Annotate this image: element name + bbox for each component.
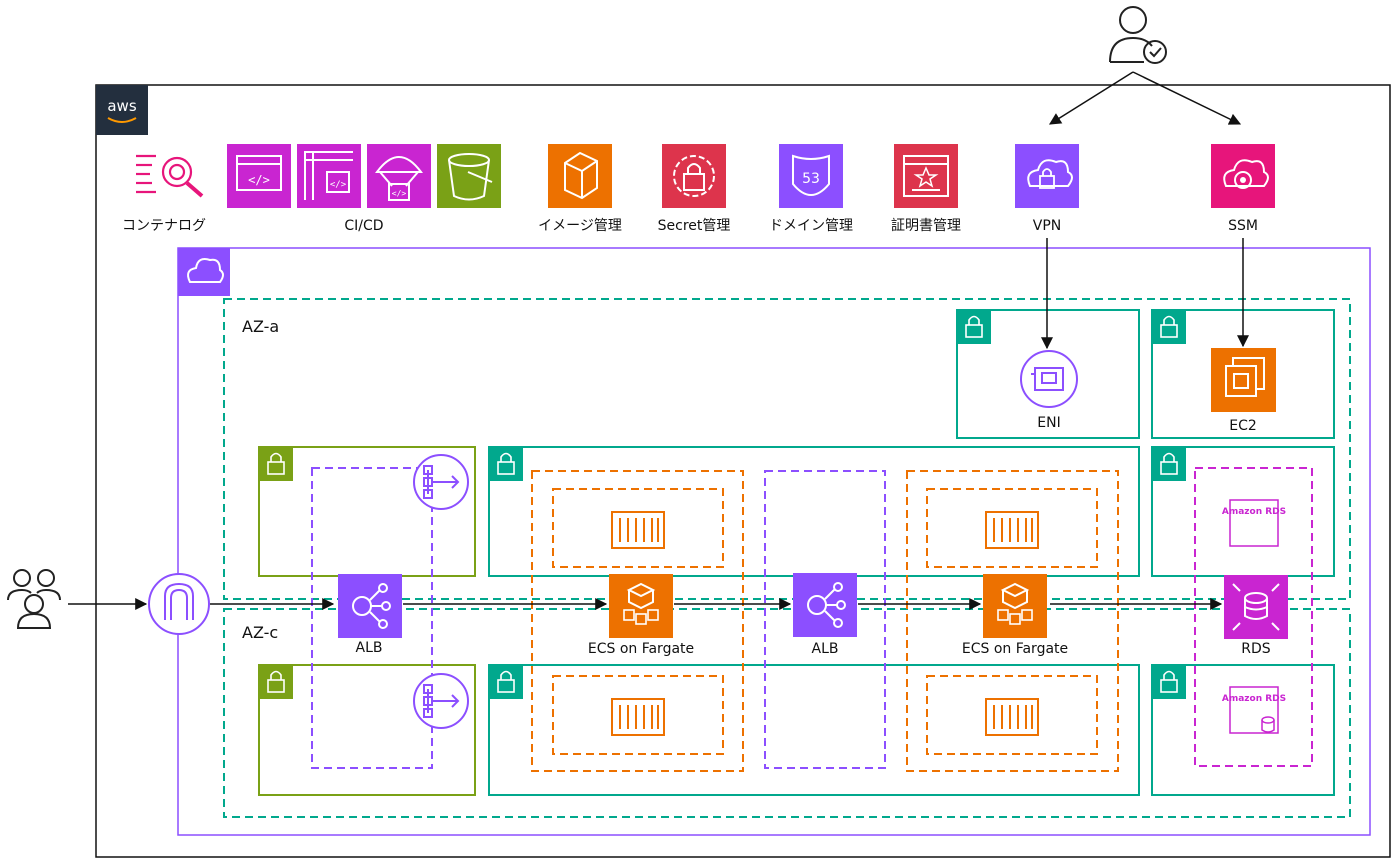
rds-icon (1224, 575, 1288, 639)
secrets-manager-icon (662, 144, 726, 208)
cert-mgmt-label: 証明書管理 (891, 218, 961, 234)
eni-label: ENI (1037, 415, 1060, 431)
alb-public-group (311, 467, 433, 769)
codebuild-icon: </> (297, 144, 361, 208)
s3-bucket-icon (437, 144, 501, 208)
codecommit-icon: </> (227, 144, 291, 208)
nat-gateway-a-icon (413, 454, 469, 510)
alb-internal-icon (793, 573, 857, 637)
rds-instance-a-icon: Amazon RDS (1222, 499, 1286, 547)
alb-internal-group (764, 470, 886, 769)
nat-gateway-c-icon (413, 673, 469, 729)
svg-text:</>: </> (392, 189, 407, 198)
rds-badge-c: Amazon RDS (1222, 694, 1286, 704)
vpc-icon (178, 248, 230, 296)
ecs-frontend-label: ECS on Fargate (588, 641, 694, 657)
flow-arrows (68, 238, 1249, 610)
image-mgmt-label: イメージ管理 (538, 218, 622, 234)
secret-mgmt-label: Secret管理 (658, 218, 731, 234)
alb-public-label: ALB (356, 640, 383, 656)
ecs-frontend-task-a (552, 488, 724, 568)
ecs-backend-service-group (906, 470, 1119, 772)
alb-internal-label: ALB (812, 641, 839, 657)
ecs-backend-task-a (926, 488, 1098, 568)
az-a-label: AZ-a (242, 317, 279, 336)
vpn-icon (1015, 144, 1079, 208)
ssm-label: SSM (1228, 218, 1258, 234)
private-subnet-app-a (488, 446, 1140, 577)
route53-badge: 53 (802, 171, 820, 187)
route53-icon: 53 (779, 144, 843, 208)
ecs-backend-task-c (926, 675, 1098, 755)
rds-badge-a: Amazon RDS (1222, 507, 1286, 517)
domain-mgmt-label: ドメイン管理 (769, 218, 853, 234)
alb-public-icon (338, 574, 402, 638)
aws-logo-icon: aws (96, 85, 148, 135)
container-frontend-c-icon (611, 698, 665, 736)
codedeploy-icon: </> (367, 144, 431, 208)
container-backend-a-icon (985, 511, 1039, 549)
rds-group (1194, 467, 1313, 767)
ecs-frontend-icon (609, 574, 673, 638)
ecs-backend-icon (983, 574, 1047, 638)
ssm-icon (1211, 144, 1275, 208)
aws-cloud-frame (95, 84, 1391, 858)
container-log-label: コンテナログ (122, 218, 206, 234)
cicd-label: CI/CD (344, 218, 383, 234)
container-log-icon (136, 154, 204, 198)
users-icon (7, 569, 61, 629)
container-backend-c-icon (985, 698, 1039, 736)
container-frontend-a-icon (611, 511, 665, 549)
rds-label: RDS (1241, 641, 1271, 657)
internet-gateway-icon (148, 573, 210, 635)
eni-icon (1020, 350, 1078, 408)
ecr-icon (548, 144, 612, 208)
az-c-label: AZ-c (242, 623, 278, 642)
vpc-boundary (177, 247, 1371, 836)
svg-text:</>: </> (248, 173, 270, 187)
certificate-manager-icon (894, 144, 958, 208)
ecs-frontend-service-group (531, 470, 744, 772)
ecs-frontend-task-c (552, 675, 724, 755)
private-subnet-app-c (488, 664, 1140, 796)
aws-logo-text: aws (107, 97, 136, 115)
vpn-label: VPN (1033, 218, 1062, 234)
admin-user-icon (1109, 6, 1167, 64)
rds-instance-c-icon: Amazon RDS (1222, 686, 1286, 734)
ec2-label: EC2 (1229, 418, 1257, 434)
ec2-icon (1211, 348, 1276, 412)
ecs-backend-label: ECS on Fargate (962, 641, 1068, 657)
svg-text:</>: </> (330, 180, 347, 190)
